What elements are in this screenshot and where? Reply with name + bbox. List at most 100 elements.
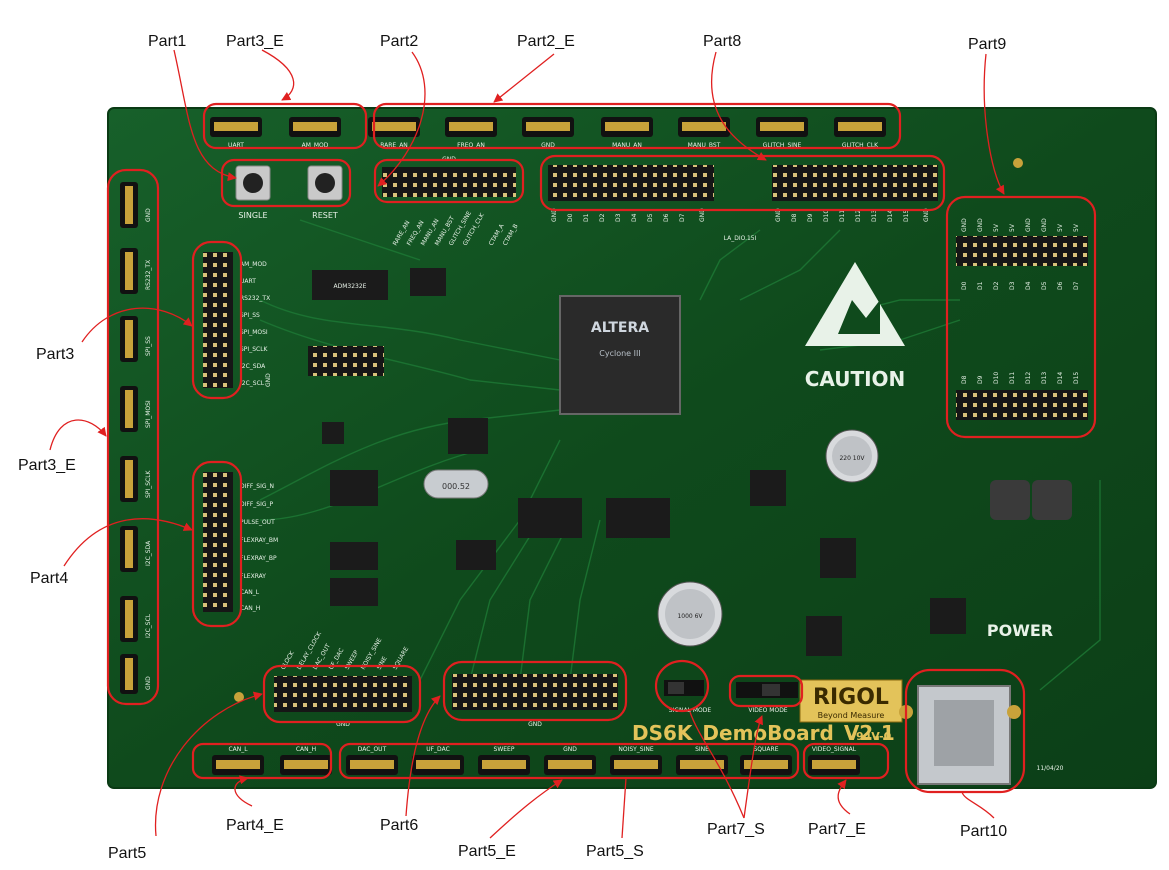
ic-chip xyxy=(330,578,378,606)
callout-part9 xyxy=(945,195,1097,439)
label-part9: Part9 xyxy=(968,36,1006,53)
left-connector[interactable] xyxy=(120,456,138,502)
svg-text:D2: D2 xyxy=(599,213,606,222)
part3-signal-labels: AM_MOD UART RS232_TX SPI_SS SPI_MOSI SPI… xyxy=(240,261,270,387)
svg-text:D6: D6 xyxy=(663,213,670,222)
svg-text:ADM3232E: ADM3232E xyxy=(334,283,367,290)
left-connector[interactable] xyxy=(120,386,138,432)
electrolytic-capacitor: 1000 6V xyxy=(657,581,723,647)
label-part4-e: Part4_E xyxy=(226,817,284,834)
part6-pin-header[interactable] xyxy=(452,674,618,710)
svg-text:D1: D1 xyxy=(583,213,590,222)
label-part4: Part4 xyxy=(30,570,68,587)
leader-part6 xyxy=(405,695,441,817)
svg-text:D11: D11 xyxy=(839,210,846,222)
bottom-connector[interactable]: DAC_OUT xyxy=(346,746,398,775)
bottom-connector[interactable]: CAN_L xyxy=(212,746,264,775)
part8-pin-header-left[interactable] xyxy=(548,165,714,201)
svg-text:220 10V: 220 10V xyxy=(839,455,865,462)
top-connector[interactable]: MANU_AN xyxy=(601,117,653,149)
video-mode-jumper[interactable]: VIDEO MODE xyxy=(736,682,798,714)
svg-text:GND: GND xyxy=(699,208,706,222)
top-connector[interactable]: GND xyxy=(522,117,574,149)
svg-text:D10: D10 xyxy=(823,210,830,222)
callout-part1 xyxy=(220,158,352,208)
svg-text:D2: D2 xyxy=(993,281,1000,290)
mounting-hole xyxy=(1013,158,1023,168)
left-connector[interactable] xyxy=(120,248,138,294)
svg-text:RS232_TX: RS232_TX xyxy=(240,295,270,302)
part9-pin-header-bottom[interactable] xyxy=(956,390,1088,420)
part3-pin-header[interactable] xyxy=(203,252,233,388)
leader-part5-s xyxy=(621,777,627,839)
left-connector[interactable]: GND xyxy=(120,182,272,387)
svg-text:D13: D13 xyxy=(1041,372,1048,384)
top-connector[interactable]: AM_MOD xyxy=(289,117,341,149)
ic-chip xyxy=(330,542,378,570)
part8-pin-header-right[interactable] xyxy=(772,165,938,201)
fpga-chip: ALTERA Cyclone III xyxy=(559,295,681,415)
part2-pin-header[interactable]: GND xyxy=(382,156,516,197)
part9-lower-signal-labels: D8 D9 D10 D11 D12 D13 D14 D15 xyxy=(961,372,1080,384)
svg-text:D12: D12 xyxy=(1025,372,1032,384)
part9-pin-header-top[interactable] xyxy=(956,236,1088,266)
svg-text:CAN_L: CAN_L xyxy=(240,589,260,596)
svg-text:GND: GND xyxy=(961,218,968,232)
callout-part5 xyxy=(262,664,422,724)
label-part2-e: Part2_E xyxy=(517,33,575,50)
top-connector[interactable]: UART xyxy=(210,117,262,149)
part4-signal-labels: DIFF_SIG_N DIFF_SIG_P PULSE_OUT FLEXRAY_… xyxy=(240,483,278,612)
svg-text:DIFF_SIG_N: DIFF_SIG_N xyxy=(240,483,274,490)
svg-text:UART: UART xyxy=(228,142,244,149)
part4-pin-header[interactable] xyxy=(203,472,233,612)
leader-part8 xyxy=(710,51,767,161)
svg-text:D1: D1 xyxy=(977,281,984,290)
top-connector[interactable]: FREQ_AN xyxy=(445,117,497,149)
callout-part3 xyxy=(191,240,243,400)
bottom-connector[interactable]: SWEEP xyxy=(478,746,530,775)
svg-text:UF_DAC: UF_DAC xyxy=(426,746,450,753)
label-part7-s: Part7_S xyxy=(707,821,765,838)
svg-text:GLITCH_SINE: GLITCH_SINE xyxy=(763,142,802,149)
callout-part5-e xyxy=(338,742,800,780)
board-rev: 94V-0 xyxy=(856,730,892,743)
left-connector[interactable] xyxy=(120,526,138,572)
svg-text:SINGLE: SINGLE xyxy=(238,211,267,220)
svg-text:GND: GND xyxy=(977,218,984,232)
left-connector[interactable] xyxy=(120,316,138,362)
svg-text:CAN_H: CAN_H xyxy=(240,605,260,612)
bottom-connector[interactable]: NOISY_SINE xyxy=(610,746,662,775)
usb-connector[interactable] xyxy=(899,685,1021,785)
bottom-connector[interactable]: GND xyxy=(544,746,596,775)
bottom-connector[interactable]: UF_DAC xyxy=(412,746,464,775)
top-connector[interactable]: MANU_BST xyxy=(678,117,730,149)
svg-text:I2C_SCL: I2C_SCL xyxy=(240,380,265,387)
svg-text:GND: GND xyxy=(551,208,558,222)
single-button[interactable]: SINGLE xyxy=(235,165,271,220)
bottom-connector[interactable]: VIDEO_SIGNAL xyxy=(808,746,860,775)
left-connector[interactable] xyxy=(120,654,138,694)
bottom-connector[interactable]: CAN_H xyxy=(280,746,332,775)
top-connector[interactable]: GLITCH_SINE xyxy=(756,117,808,149)
gnd-label: GND xyxy=(336,721,350,728)
power-inductor xyxy=(1032,480,1072,520)
callout-part7-jumper xyxy=(728,674,804,708)
svg-text:GLITCH_CLK: GLITCH_CLK xyxy=(842,142,879,149)
callout-part3-e-top xyxy=(202,102,368,150)
svg-text:SPI_SCLK: SPI_SCLK xyxy=(240,346,269,353)
svg-text:D12: D12 xyxy=(855,210,862,222)
svg-text:GND: GND xyxy=(775,208,782,222)
reset-button[interactable]: RESET xyxy=(307,165,343,220)
top-connector[interactable]: RARE_AN xyxy=(368,117,420,149)
part5-pin-header[interactable] xyxy=(274,676,412,712)
top-connector[interactable]: GLITCH_CLK xyxy=(834,117,886,149)
rigol-logo: RIGOL Beyond Measure xyxy=(799,679,903,723)
callout-part7-s xyxy=(654,659,710,713)
svg-text:AM_MOD: AM_MOD xyxy=(240,261,267,268)
left-connector[interactable] xyxy=(120,596,138,642)
ic-chip xyxy=(750,470,786,506)
bottom-connector[interactable]: SQUARE xyxy=(740,746,792,775)
bottom-connector-row: CAN_L CAN_H DAC_OUT UF_DAC SWEEP GND NOI… xyxy=(212,746,860,775)
svg-text:D14: D14 xyxy=(1057,372,1064,384)
small-pin-header[interactable] xyxy=(308,346,384,376)
